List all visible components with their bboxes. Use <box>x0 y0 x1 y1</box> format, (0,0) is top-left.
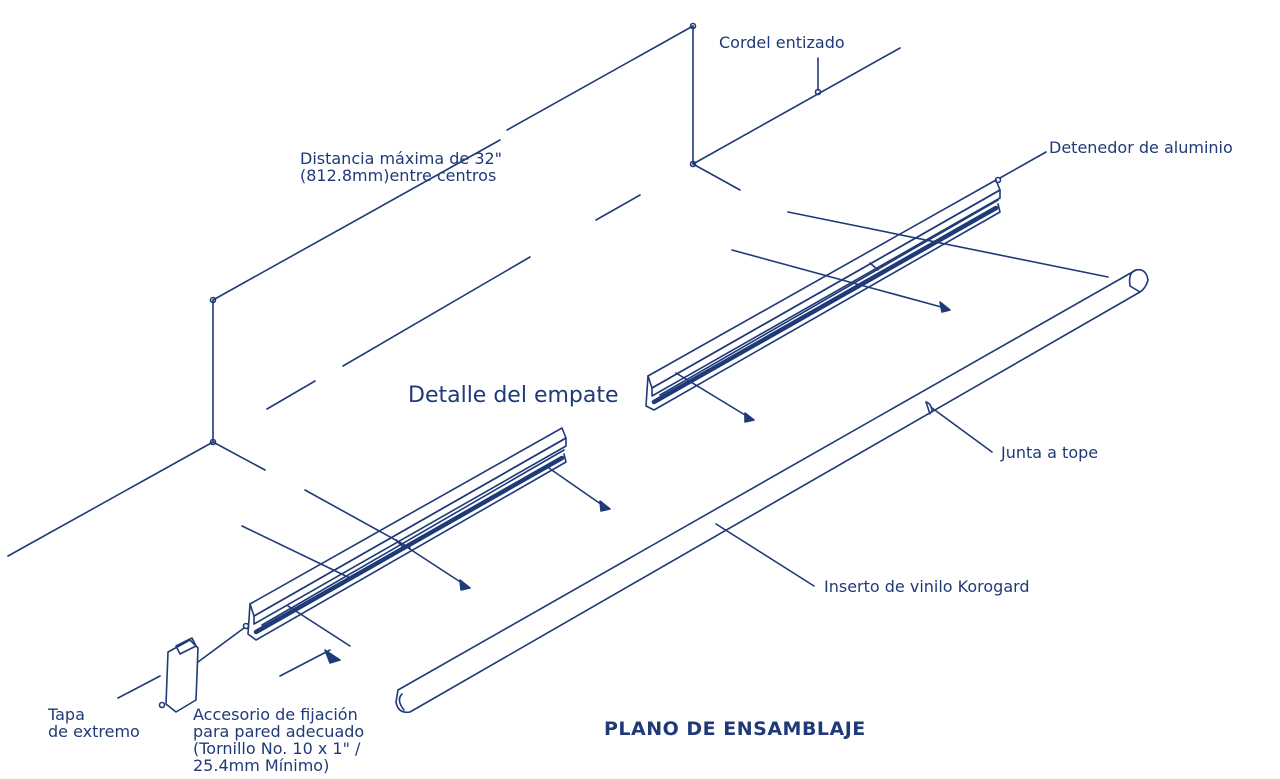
screws-left <box>241 465 611 677</box>
fastener-label: Accesorio de fijación para pared adecuad… <box>193 706 364 774</box>
chalk-line-label: Cordel entizado <box>719 33 845 52</box>
max-distance-line-2: (812.8mm)entre centros <box>300 166 497 185</box>
fastener-line-2: para pared adecuado <box>193 722 365 741</box>
end-cap-label: Tapa de extremo <box>48 706 140 740</box>
splice-detail-label: Detalle del empate <box>408 383 619 408</box>
diagram-title: PLANO DE ENSAMBLAJE <box>604 718 866 740</box>
end-cap-line-2: de extremo <box>48 722 140 741</box>
end-cap-line-1: Tapa <box>48 705 85 724</box>
max-distance-label: Distancia máxima de 32" (812.8mm)entre c… <box>300 150 502 184</box>
butt-joint-label: Junta a tope <box>1001 443 1099 462</box>
max-distance-line-1: Distancia máxima de 32" <box>300 149 503 168</box>
vinyl-insert-label: Inserto de vinilo Korogard <box>824 577 1030 596</box>
vinyl-insert-part <box>395 268 1149 714</box>
screws-right <box>675 249 951 423</box>
aluminum-retainer-left <box>247 427 567 641</box>
fastener-line-4: 25.4mm Mínimo) <box>193 756 330 775</box>
fastener-line-3: (Tornillo No. 10 x 1" / <box>193 739 361 758</box>
fastener-line-1: Accesorio de fijación <box>193 705 358 724</box>
end-cap-part <box>117 622 250 713</box>
chalk-lines <box>7 22 1109 557</box>
leader-lines <box>715 407 993 587</box>
aluminum-retainer-label: Detenedor de aluminio <box>1049 138 1233 157</box>
aluminum-retainer-right <box>645 151 1047 411</box>
